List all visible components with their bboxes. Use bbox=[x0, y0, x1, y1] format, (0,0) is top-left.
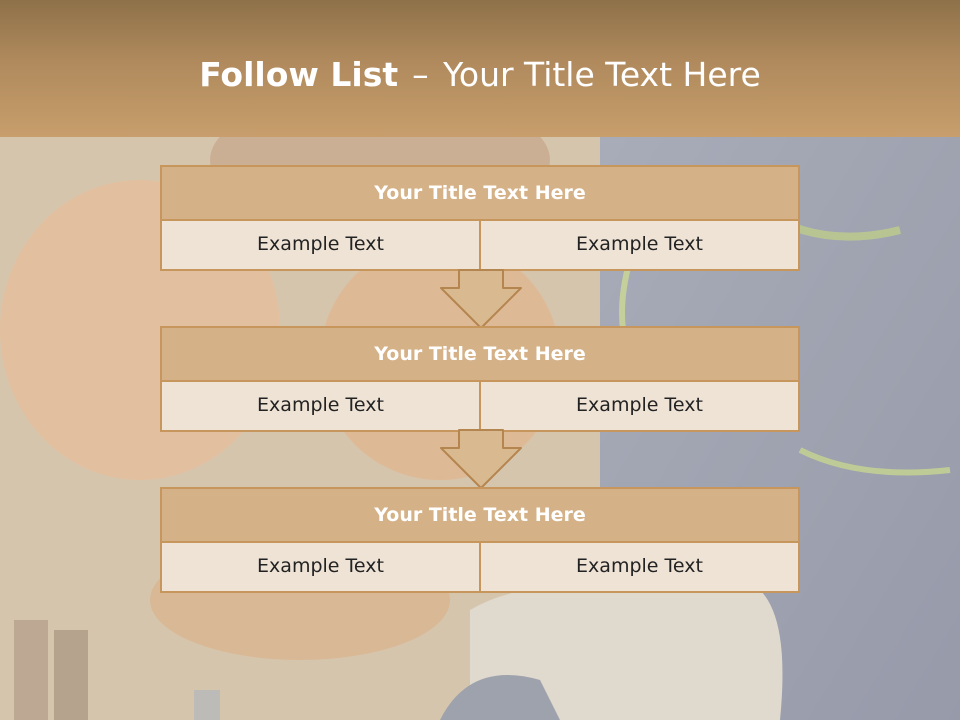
step-cell-right: Example Text bbox=[479, 382, 798, 430]
slide-title-separator: – bbox=[412, 55, 429, 94]
slide-title-rest: Your Title Text Here bbox=[443, 55, 761, 94]
step-title: Your Title Text Here bbox=[160, 487, 800, 543]
step-cell-right: Example Text bbox=[479, 221, 798, 269]
down-arrow-icon bbox=[440, 269, 522, 329]
step-cell-left: Example Text bbox=[162, 382, 479, 430]
step-cell-left: Example Text bbox=[162, 543, 479, 591]
step-title: Your Title Text Here bbox=[160, 165, 800, 221]
step-row: Example Text Example Text bbox=[160, 221, 800, 271]
step-box-3: Your Title Text Here Example Text Exampl… bbox=[160, 487, 800, 593]
slide-title-bold: Follow List bbox=[199, 55, 399, 94]
slide-title: Follow List– Your Title Text Here bbox=[0, 52, 960, 98]
down-arrow-icon bbox=[440, 429, 522, 489]
title-band bbox=[0, 0, 960, 137]
step-cell-left: Example Text bbox=[162, 221, 479, 269]
step-box-1: Your Title Text Here Example Text Exampl… bbox=[160, 165, 800, 271]
step-row: Example Text Example Text bbox=[160, 543, 800, 593]
step-row: Example Text Example Text bbox=[160, 382, 800, 432]
step-cell-right: Example Text bbox=[479, 543, 798, 591]
step-box-2: Your Title Text Here Example Text Exampl… bbox=[160, 326, 800, 432]
step-title: Your Title Text Here bbox=[160, 326, 800, 382]
